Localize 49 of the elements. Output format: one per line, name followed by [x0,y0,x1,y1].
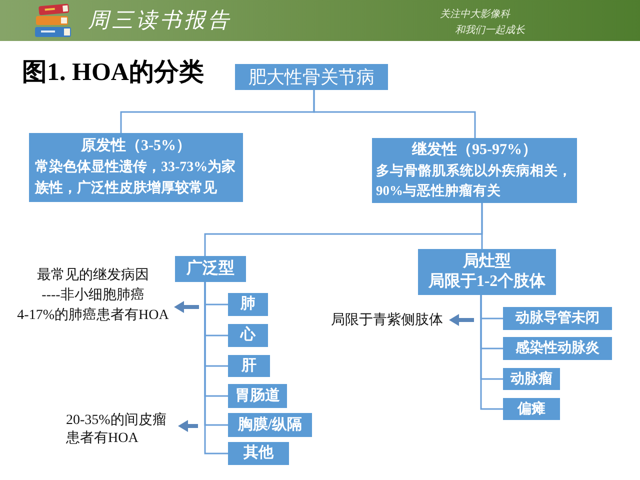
box-text: 多与骨骼肌系统以外疾病相关，90%与恶性肿瘤有关 [376,162,573,200]
type-box [418,249,556,295]
cause-box [503,307,612,330]
header-title: 周三读书报告 [88,7,232,33]
box-label: 广泛型 [186,258,234,279]
box-heading: 继发性（95-97%） [410,140,538,160]
box-heading: 局灶型 [462,252,512,272]
annotation-text: 20-35%的间皮瘤患者有HOA [66,412,178,448]
box-label: 肥大性骨关节病 [248,66,374,88]
box-label: 动脉瘤 [510,370,552,388]
cause-box [228,384,287,408]
cause-box [228,293,268,316]
box-label: 胃肠道 [235,386,280,406]
box-label: 其他 [244,443,274,464]
box-text: 常染色体显性遗传，33-73%为家族性，广泛性皮肤增厚较常见 [35,158,237,198]
cause-box [503,337,612,360]
category-box [372,138,577,203]
box-text: 局限于1-2个肢体 [427,272,547,292]
header-slogan: 和我们一起成长 [455,24,525,37]
category-box [29,133,243,202]
cause-box [503,368,560,390]
annotation-text: 局限于青紫侧肢体 [331,312,449,330]
connector-line [481,203,483,249]
root-box [235,64,388,90]
type-box [175,256,246,282]
box-label: 肝 [242,356,256,376]
box-label: 肺 [240,294,256,314]
box-label: 动脉导管未闭 [516,308,600,328]
cause-box [228,324,268,347]
box-label: 心 [240,325,256,346]
connector-line [204,282,228,454]
slide-title: 图1. HOA的分类 [22,58,204,88]
annotation-text: ----非小细胞肺癌 [40,286,146,305]
cause-box [228,413,312,437]
arrow [174,301,199,313]
cause-box [228,355,270,377]
box-label: 偏瘫 [518,400,546,418]
annotation-text: 最常见的继发病因 [36,266,150,285]
cause-box [503,398,560,420]
connector-line [480,295,503,410]
box-heading: 原发性（3-5%） [80,136,192,156]
arrow [178,420,198,432]
cause-box [228,442,289,465]
box-label: 胸膜/纵隔 [238,416,302,435]
connector-line [313,90,476,138]
annotation-text: 4-17%的肺癌患者有HOA [16,306,170,325]
arrow [449,314,474,326]
box-label: 感染性动脉炎 [516,338,600,358]
header-slogan: 关注中大影像科 [440,8,510,21]
